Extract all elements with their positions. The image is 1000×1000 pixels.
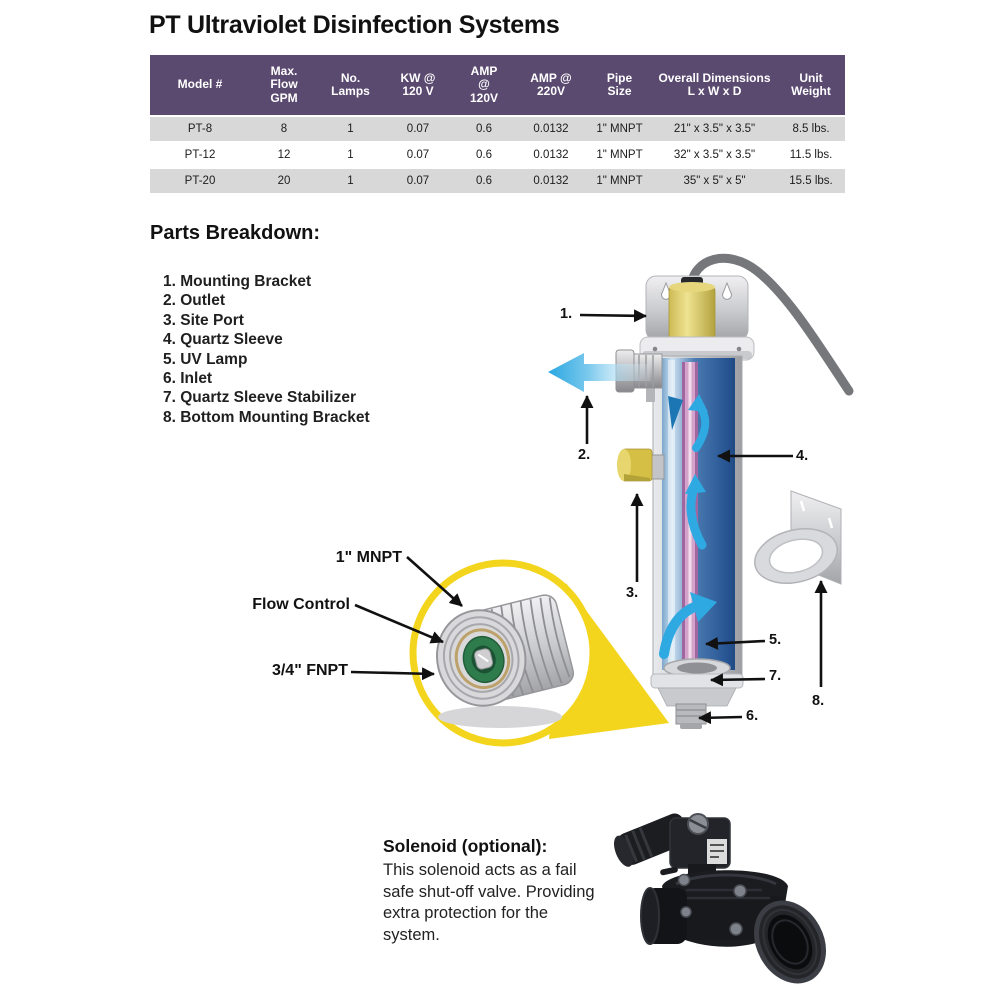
spec-table: Model # Max. Flow GPM No. Lamps KW @ 120… [150,55,845,193]
table-cell: 1 [347,123,354,135]
table-cell: 35" x 5" x 5" [683,175,746,187]
table-cell: 0.0132 [533,123,569,135]
col-header: Pipe Size [606,70,633,98]
fitting-label-flow-control: Flow Control [252,596,350,613]
callout-label-2: 2. [578,447,591,463]
table-row: PT-8 8 1 0.07 0.6 0.0132 1" MNPT 21" x 3… [150,117,845,141]
col-header: KW @ 120 V [400,70,436,98]
table-cell: 0.07 [406,175,430,187]
col-header: No. Lamps [331,70,370,98]
table-cell: 0.0132 [533,175,569,187]
solenoid-heading: Solenoid (optional): [383,836,548,856]
parts-list-item: 6. Inlet [163,370,213,388]
table-row: PT-20 20 1 0.07 0.6 0.0132 1" MNPT 35" x… [150,169,845,193]
parts-breakdown-list: 1. Mounting Bracket 2. Outlet 3. Site Po… [163,272,370,427]
flow-control-fitting [435,594,575,707]
table-cell: 0.6 [476,149,492,161]
parts-list-item: 4. Quartz Sleeve [163,331,283,349]
callout-label-3: 3. [626,585,639,601]
callout-label-5: 5. [769,632,782,648]
callout-label-4: 4. [796,448,809,464]
col-header: Overall Dimensions L x W x D [658,70,771,98]
table-cell: 32" x 3.5" x 3.5" [673,149,756,161]
table-cell: PT-8 [187,123,213,135]
table-cell: 21" x 3.5" x 3.5" [673,123,756,135]
parts-list-item: 8. Bottom Mounting Bracket [163,408,370,426]
callout-label-8: 8. [812,693,825,709]
table-cell: 8 [280,123,288,135]
solenoid-description: This solenoid acts as a fail safe shut-o… [383,861,595,944]
table-cell: 0.0132 [533,149,569,161]
table-cell: 1 [347,149,354,161]
outflow-arrow [548,353,650,392]
col-header: Max. Flow GPM [270,63,298,105]
flow-arrows [659,394,717,659]
callout-label-7: 7. [769,668,782,684]
table-cell: PT-20 [184,175,216,187]
fitting-label-fnpt: 3/4" FNPT [271,662,348,679]
table-cell: PT-12 [184,149,216,161]
col-header: AMP @ 220V [530,70,572,98]
col-header: AMP @ 120V [469,63,499,105]
bottom-cap [650,673,744,689]
table-cell: 12 [277,149,291,161]
uv-unit-illustration [548,253,854,729]
callout-arrows [350,309,828,725]
table-cell: 15.5 lbs. [789,175,833,187]
callout-label-6: 6. [746,708,759,724]
page-title: PT Ultraviolet Disinfection Systems [149,11,560,39]
table-cell: 20 [277,175,291,187]
table-cell: 1" MNPT [596,175,643,187]
spec-table-header: Model # Max. Flow GPM No. Lamps KW @ 120… [150,55,845,115]
table-cell: 0.07 [406,123,430,135]
lamp-cap [668,285,716,341]
table-cell: 0.6 [476,123,492,135]
parts-list-item: 7. Quartz Sleeve Stabilizer [163,389,356,407]
power-cable [686,253,854,396]
parts-breakdown-heading: Parts Breakdown: [150,222,321,244]
table-cell: 11.5 lbs. [789,149,833,161]
fitting-label-mnpt: 1" MNPT [335,549,402,566]
table-cell: 0.6 [476,175,492,187]
table-row: PT-12 12 1 0.07 0.6 0.0132 1" MNPT 32" x… [150,143,845,167]
bottom-mounting-bracket [754,490,842,585]
table-cell: 0.07 [406,149,430,161]
sleeve-stabilizer [663,658,731,678]
site-port [617,448,665,482]
parts-list-item: 1. Mounting Bracket [163,273,312,290]
solenoid-valve-photo [614,813,826,984]
col-header: Model # [177,77,223,92]
table-cell: 1" MNPT [596,123,643,135]
inlet-fitting [675,703,707,729]
parts-list-item: 3. Site Port [163,311,244,329]
callout-label-1: 1. [560,306,573,322]
table-cell: 1" MNPT [596,149,643,161]
table-cell: 1 [347,175,354,187]
table-cell: 8.5 lbs. [792,123,830,135]
parts-list-item: 5. UV Lamp [163,350,248,368]
col-header: Unit Weight [791,70,831,98]
parts-list-item: 2. Outlet [163,292,226,310]
fitting-detail-circle [409,559,597,747]
